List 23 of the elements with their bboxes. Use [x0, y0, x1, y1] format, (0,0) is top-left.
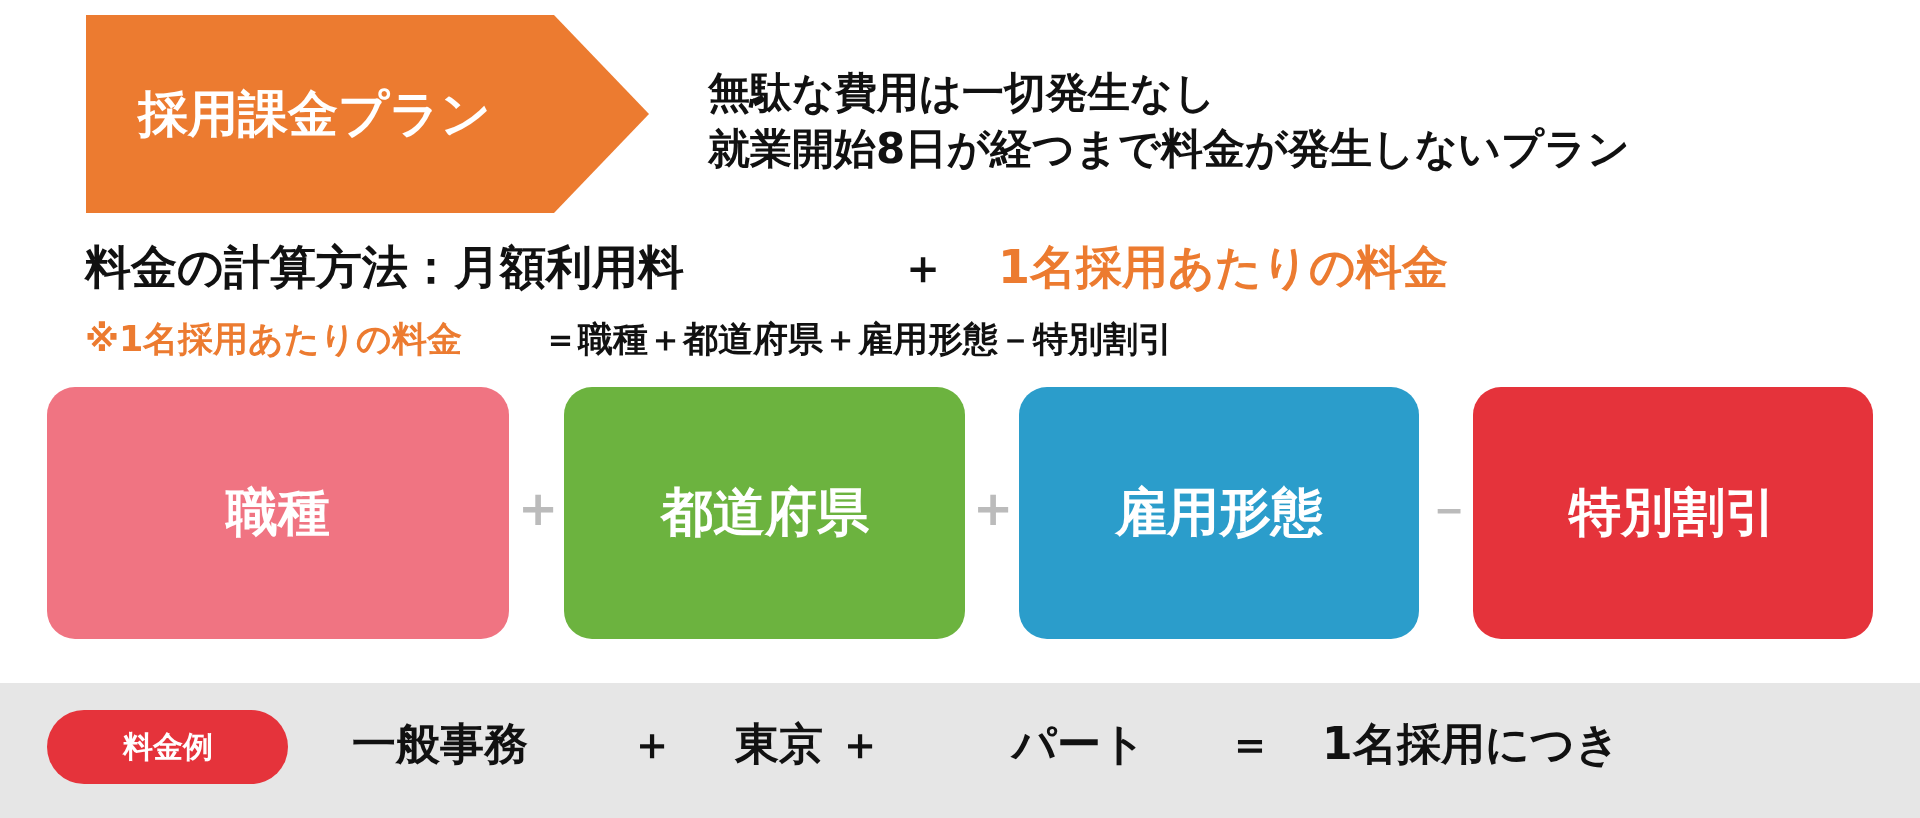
category-box: 雇用形態	[1019, 387, 1419, 639]
example-text: 東京	[735, 718, 823, 771]
example-pill: 料金例	[47, 710, 288, 784]
example-text: 1名採用につき	[1322, 718, 1620, 771]
plus-sign: ＋	[630, 718, 674, 771]
description-text: 無駄な費用は一切発生なし	[708, 68, 1216, 119]
note-text: ※1名採用あたりの料金	[85, 318, 463, 360]
category-box: 特別割引	[1473, 387, 1873, 639]
plus-sign: +	[973, 480, 1014, 538]
note-text: ＝職種＋都道府県＋雇用形態－特別割引	[543, 318, 1173, 360]
example-text: パート	[1012, 718, 1146, 771]
plus-sign: +	[518, 480, 559, 538]
example-text: 一般事務	[352, 718, 528, 771]
plan-arrow: 採用課金プラン	[86, 15, 649, 213]
category-box: 都道府県	[564, 387, 965, 639]
minus-sign: －	[1425, 480, 1473, 538]
formula-text: 1名採用あたりの料金	[998, 240, 1448, 296]
plus-sign: ＋	[838, 718, 882, 771]
category-box: 職種	[47, 387, 509, 639]
plus-sign: ＋	[900, 240, 946, 296]
equals-sign: ＝	[1228, 718, 1272, 771]
description-text: 就業開始8日が経つまで料金が発生しないプラン	[708, 124, 1631, 175]
formula-text: 料金の計算方法：月額利用料	[85, 240, 684, 296]
